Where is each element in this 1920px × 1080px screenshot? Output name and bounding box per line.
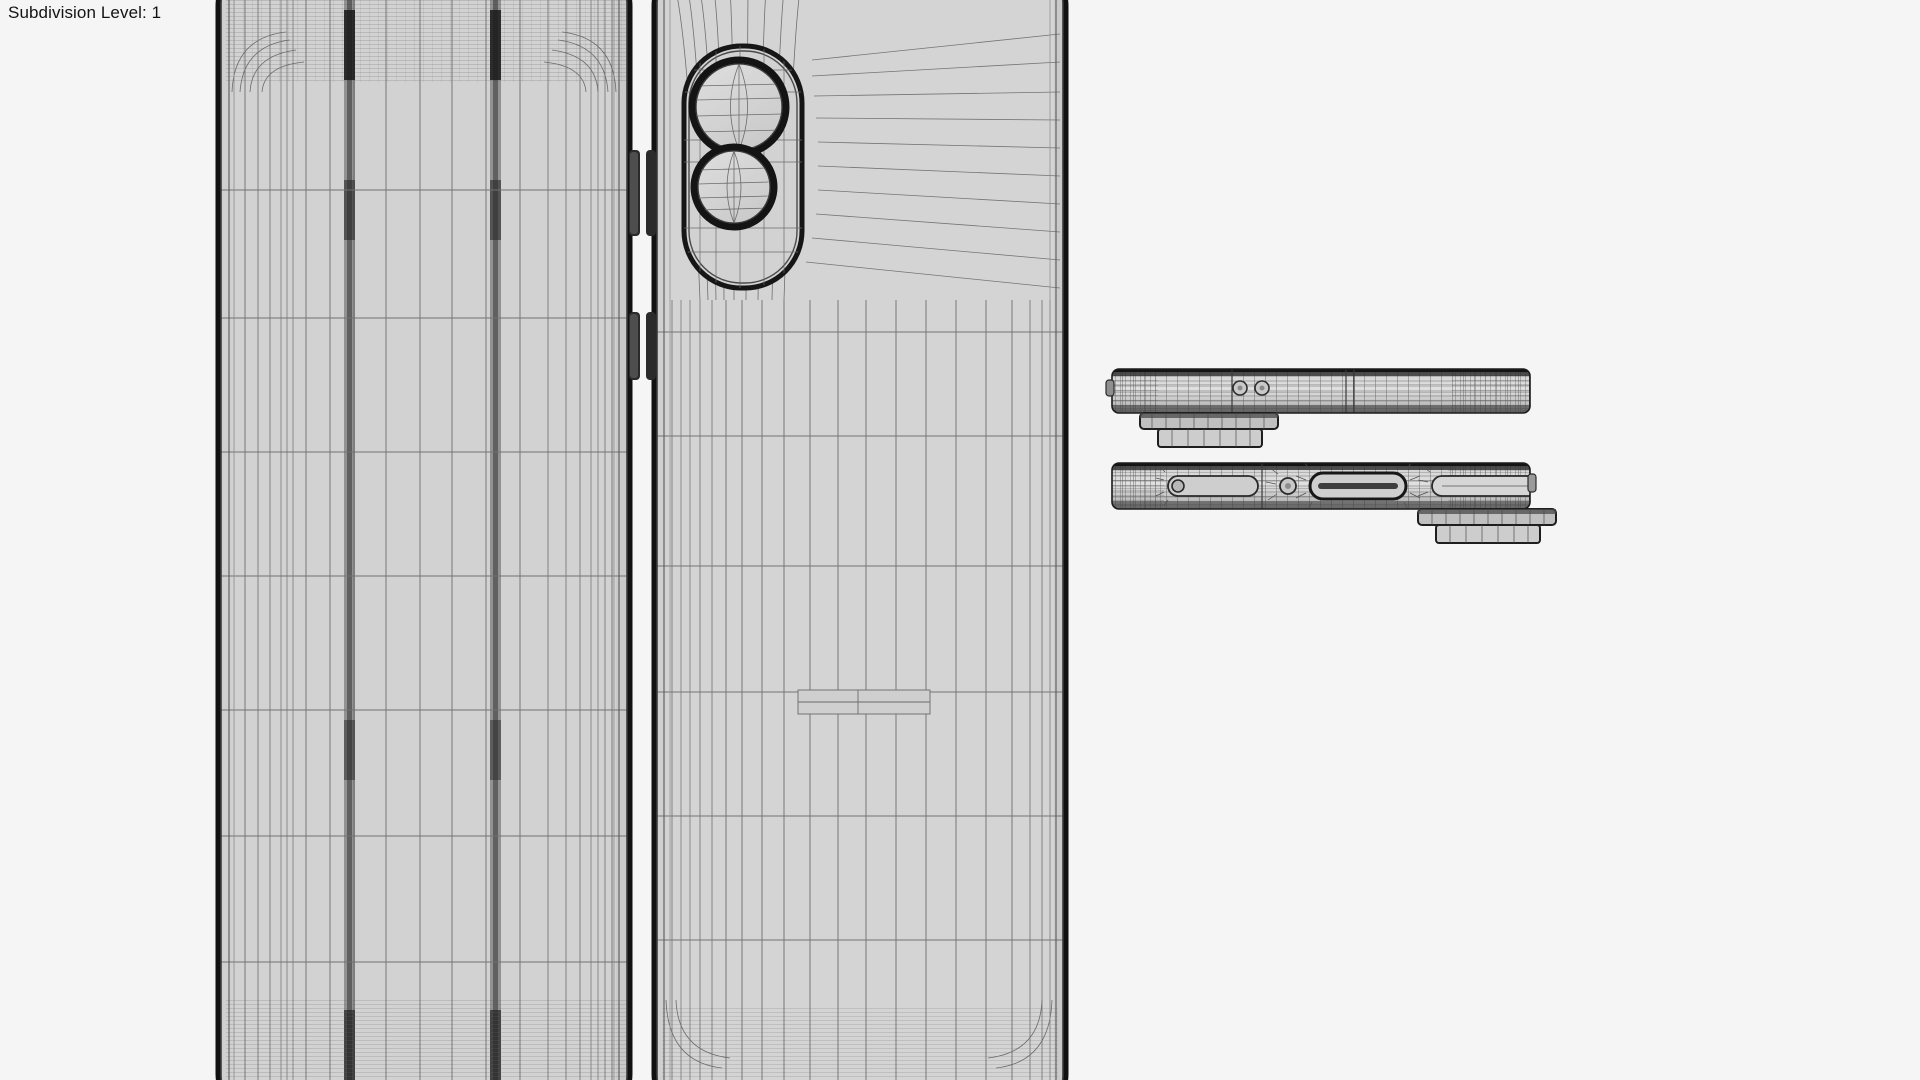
front-view-outline [215, 0, 633, 1080]
side-button-profile-bottom [1527, 473, 1537, 493]
model-edge-view-top[interactable] [1105, 368, 1531, 448]
back-view-outline [651, 0, 1069, 1080]
camera-lens-secondary [690, 143, 778, 231]
side-button-power [629, 150, 640, 236]
model-back-view[interactable] [646, 0, 1069, 1080]
headphone-jack-profile [1155, 465, 1259, 507]
microphone-holes [1232, 380, 1270, 396]
camera-module[interactable] [681, 43, 805, 291]
side-button-profile [1105, 379, 1115, 397]
camera-bump-profile-bottom [1417, 508, 1557, 544]
side-button-volume [629, 312, 640, 380]
microphone-hole-profile [1265, 467, 1297, 501]
side-button-power-back [646, 150, 656, 236]
model-edge-view-bottom[interactable] [1111, 462, 1557, 544]
side-button-volume-back [646, 312, 656, 380]
speaker-grille-profile [1417, 465, 1530, 497]
model-front-view[interactable] [215, 0, 640, 1080]
logo-badge [797, 689, 931, 715]
camera-bump-profile-top [1139, 412, 1279, 448]
camera-lens-primary [688, 56, 790, 158]
subdivision-level-label: Subdivision Level: 1 [8, 3, 162, 22]
